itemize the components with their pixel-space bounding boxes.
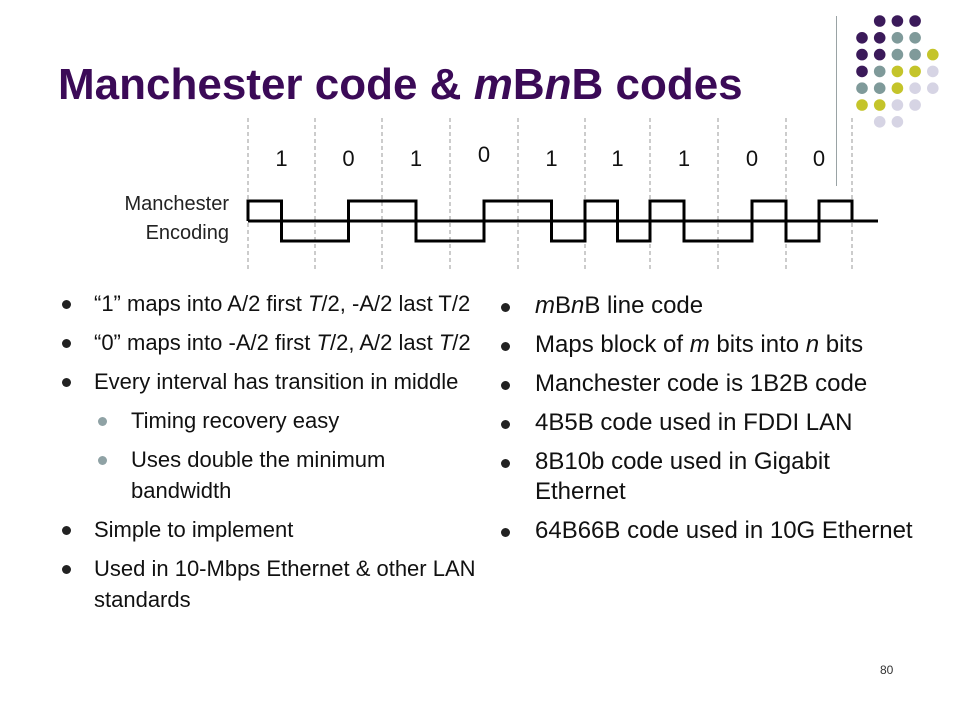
decorative-dot <box>927 65 939 78</box>
left-bullet-2: “0” maps into -A/2 first T/2, A/2 last T… <box>58 327 478 358</box>
bit-label: 1 <box>275 146 287 171</box>
decorative-dot <box>909 65 921 78</box>
decorative-dot <box>891 32 904 44</box>
decorative-dot <box>927 82 939 94</box>
decorative-dot <box>891 82 904 94</box>
decorative-dot <box>856 82 868 94</box>
dot-grid-decoration <box>856 15 939 128</box>
slide-title: Manchester code & mBnB codes <box>58 60 743 109</box>
decorative-dot <box>909 15 921 27</box>
decorative-dot <box>873 65 886 78</box>
decorative-dot <box>909 32 921 44</box>
decorative-dot <box>873 116 886 128</box>
decorative-dot <box>891 116 904 128</box>
bit-label: 0 <box>342 146 354 171</box>
left-bullet-5: Uses double the minimum bandwidth <box>58 444 478 506</box>
right-bullet-2: Maps block of m bits into n bits <box>497 330 917 360</box>
bit-label: 1 <box>678 146 690 171</box>
decorative-divider-line <box>836 16 837 186</box>
left-bullet-1: “1” maps into A/2 first T/2, -A/2 last T… <box>58 288 478 319</box>
left-bullet-list: “1” maps into A/2 first T/2, -A/2 last T… <box>58 288 478 623</box>
left-bullet-6: Simple to implement <box>58 514 478 545</box>
decorative-dot <box>909 82 921 94</box>
right-bullet-6: 64B66B code used in 10G Ethernet <box>497 516 917 546</box>
decorative-dot <box>856 48 868 61</box>
decorative-dot <box>891 65 904 78</box>
decorative-dot <box>891 99 904 111</box>
decorative-dot <box>909 99 921 111</box>
decorative-dot <box>873 15 886 27</box>
right-bullet-5: 8B10b code used in Gigabit Ethernet <box>497 447 917 507</box>
encoding-label-line1: Manchester <box>124 193 230 215</box>
manchester-waveform <box>246 199 878 243</box>
left-bullet-7: Used in 10-Mbps Ethernet & other LAN sta… <box>58 553 478 615</box>
decorative-dot <box>891 48 904 61</box>
right-bullet-1: mBnB line code <box>497 291 917 321</box>
decorative-dot <box>873 48 886 61</box>
bit-label: 1 <box>611 146 623 171</box>
left-bullet-4: Timing recovery easy <box>58 405 478 436</box>
decorative-dot <box>856 99 868 111</box>
decorative-dot <box>856 32 868 44</box>
left-bullet-3: Every interval has transition in middle <box>58 366 478 397</box>
decorative-dot <box>873 99 886 111</box>
right-bullet-3: Manchester code is 1B2B code <box>497 369 917 399</box>
manchester-waveform-diagram: 1 0 1 0 1 1 1 0 0 <box>246 118 878 270</box>
encoding-label: Manchester Encoding <box>70 190 230 248</box>
decorative-dot <box>927 48 939 61</box>
bit-label: 0 <box>746 146 758 171</box>
decorative-dot <box>856 65 868 78</box>
bit-label: 0 <box>478 142 490 167</box>
bit-label: 1 <box>410 146 422 171</box>
right-bullet-4: 4B5B code used in FDDI LAN <box>497 408 917 438</box>
page-number: 80 <box>880 663 894 677</box>
bit-label: 1 <box>545 146 557 171</box>
decorative-dot <box>891 15 904 27</box>
decorative-dot <box>873 82 886 94</box>
bit-label: 0 <box>813 146 825 171</box>
encoding-label-line2: Encoding <box>145 222 229 244</box>
decorative-dot <box>909 48 921 61</box>
decorative-dot <box>873 32 886 44</box>
